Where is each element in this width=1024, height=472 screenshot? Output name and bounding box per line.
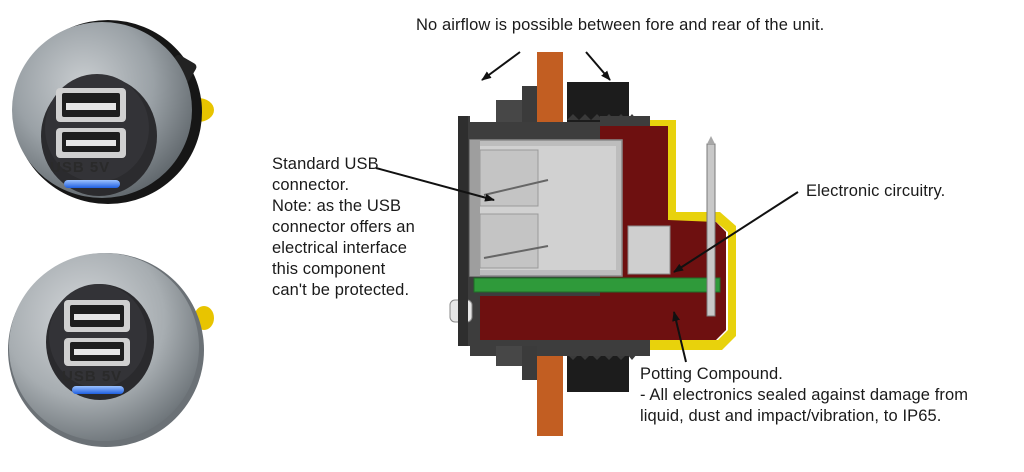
product-socket-grey-flange: USB 5V — [8, 253, 214, 447]
nut-top — [567, 82, 637, 122]
nut-bottom — [567, 352, 637, 392]
usb-5v-marking: USB 5V — [50, 159, 110, 176]
mounting-panel-bottom — [537, 350, 563, 436]
potting-leader-line — [672, 311, 687, 363]
cross-section-diagram — [449, 52, 736, 436]
electronics-leader-line — [673, 191, 799, 273]
potting-compound-label: Potting Compound. - All electronics seal… — [640, 365, 969, 425]
usb-connector-label: Standard USB connector. Note: as the USB… — [272, 155, 415, 299]
mounting-panel-top — [537, 52, 563, 122]
terminal-pin — [706, 143, 716, 317]
yellow-seal — [650, 120, 736, 350]
electronic-component — [627, 225, 671, 275]
blue-led-indicator — [64, 180, 120, 188]
pcb — [473, 277, 721, 293]
airflow-arrow-left — [481, 51, 521, 81]
usb-5v-marking-2: USB 5V — [62, 368, 122, 385]
usb-leader-line — [375, 167, 495, 202]
airflow-label: No airflow is possible between fore and … — [416, 16, 825, 34]
usb-connector-section — [469, 139, 623, 277]
blue-led-indicator-2 — [72, 386, 124, 394]
airflow-arrow-right — [585, 51, 611, 81]
product-socket-black-ring: USB 5V — [12, 20, 214, 204]
electronic-circuitry-label: Electronic circuitry. — [806, 182, 946, 200]
